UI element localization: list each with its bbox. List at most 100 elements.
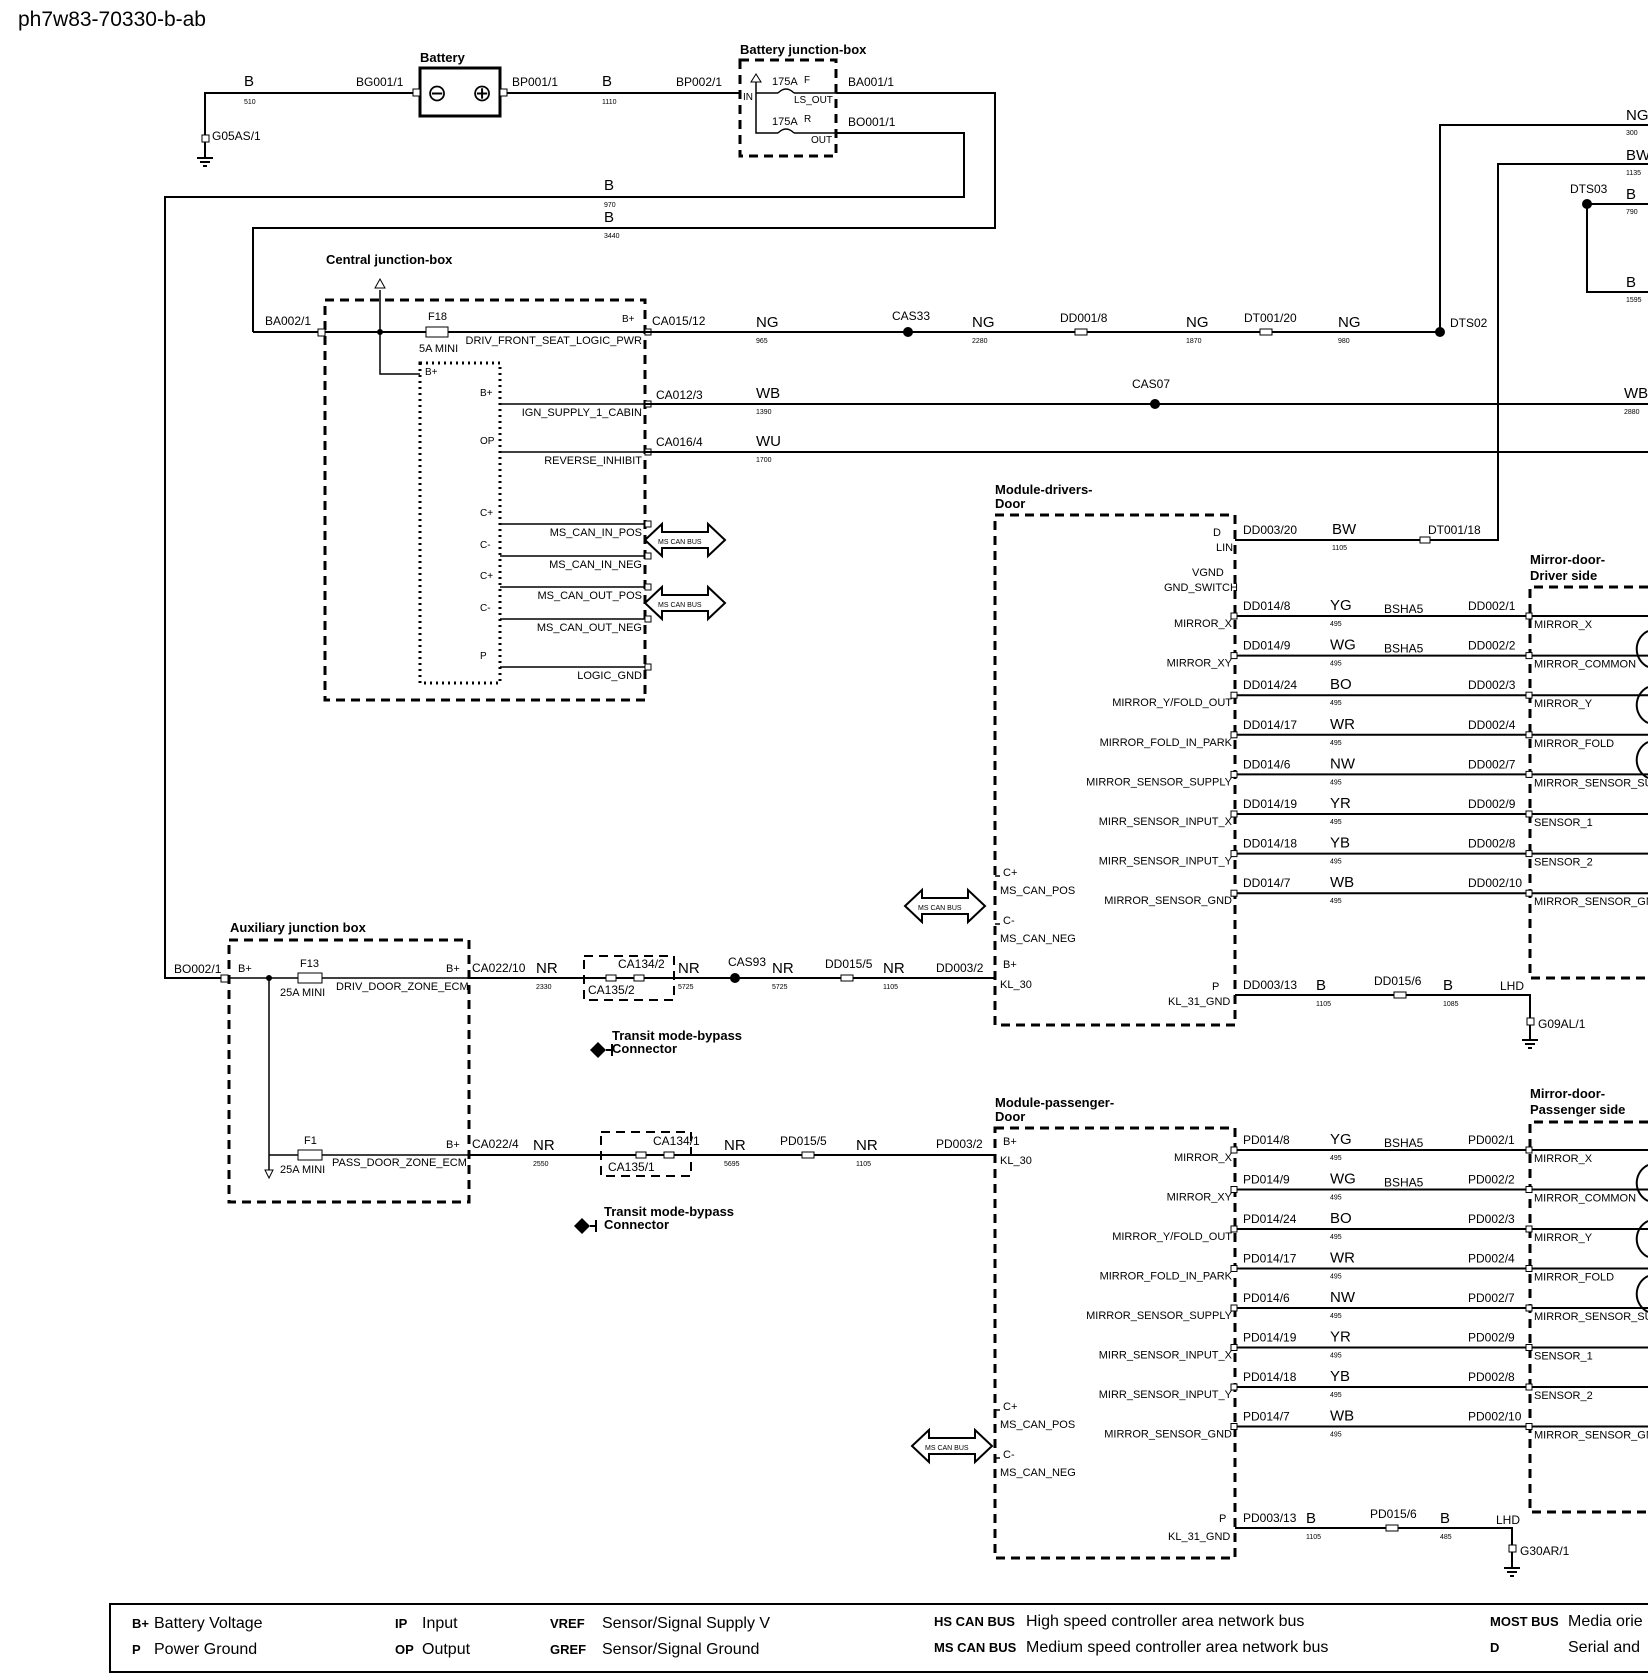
transit-bypass-box [583,955,675,1001]
connector-pd003-13: PD003/13 [1243,1511,1297,1525]
wire-len-nr1105p: 1105 [856,1161,871,1168]
wire-len-ng300: 300 [1626,130,1638,137]
battery-jbox [738,58,838,158]
row-connector: DD014/18 [1243,837,1297,851]
connector-ca015: CA015/12 [652,314,706,328]
pin-signal: REVERSE_INHIBIT [544,455,642,467]
legend-abbr: IP [395,1616,408,1631]
svg-text:MS_CAN_POS: MS_CAN_POS [1000,885,1075,897]
row-connector: DD014/9 [1243,639,1291,653]
pin-kind: P [480,651,487,662]
module-pin-signal: MIRROR_SENSOR_SUPPLY [1086,776,1233,788]
wire-color-ng980: NG [1338,314,1361,331]
fuse-f1: F1 [304,1135,317,1147]
fuse-f13-icon [297,972,323,984]
row-wire-len: 495 [1330,779,1342,786]
mirror-pin-signal: SENSOR_2 [1534,857,1593,869]
module-pin-signal: MIRROR_X [1174,1152,1233,1164]
pin-kind: C+ [480,508,493,519]
connector-dd015-6: DD015/6 [1374,974,1422,988]
mirror-motor-icon [1635,1164,1648,1202]
row-wire-len: 495 [1330,1234,1342,1241]
mirror-pin-signal: MIRROR_SENSOR_GN [1534,1430,1648,1442]
row-wire-len: 495 [1330,1155,1342,1162]
row-wire-color: YR [1330,1329,1351,1346]
connector-bg001: BG001/1 [356,75,404,89]
central-jbox-pin: C-MS_CAN_OUT_NEG [480,603,652,634]
connector-dt001-20: DT001/20 [1244,311,1297,325]
wire-len-b790: 790 [1626,209,1638,216]
module-pin-signal: MIRR_SENSOR_INPUT_X [1099,1350,1233,1362]
connector-g30ar: G30AR/1 [1520,1544,1570,1558]
row-wire-color: WG [1330,637,1356,654]
legend-abbr: OP [395,1642,414,1657]
connector-ca135-2: CA135/2 [588,983,635,997]
row-wire-len: 495 [1330,819,1342,826]
fuse-f18: F18 [428,311,447,323]
svg-text:B+: B+ [1003,1136,1017,1148]
svg-text:MS_CAN_POS: MS_CAN_POS [1000,1419,1075,1431]
module-pin-signal: MIRROR_X [1174,618,1233,630]
connector-g09al: G09AL/1 [1538,1017,1586,1031]
row-connector: PD014/17 [1243,1252,1297,1266]
legend-desc: Battery Voltage [154,1615,263,1632]
mirror-driver-title-2: Driver side [1530,568,1597,583]
svg-text:P: P [1212,981,1219,993]
row-connector: PD014/24 [1243,1212,1297,1226]
central-jbox-pin: C-MS_CAN_IN_NEG [480,540,652,571]
wire-len-b1085: 1085 [1443,1001,1459,1008]
splice-cas07 [1150,399,1160,409]
row-wire-color: NW [1330,1289,1356,1306]
row-wire-color: WB [1330,874,1354,891]
module-drivers-pin-kl31: P KL_31_GND [1168,981,1230,1008]
wire-color-ng300: NG [1626,107,1648,124]
legend-desc: Output [422,1641,471,1658]
row-wire-len: 495 [1330,859,1342,866]
row-wire-color: NW [1330,755,1356,772]
row-shield: BSHA5 [1384,1136,1424,1150]
wire-color-nr2330: NR [536,960,558,977]
fuse-f-label: F [804,75,810,86]
connector-ca134-1: CA134/1 [653,1134,700,1148]
central-jbox-pins: B+DRIV_FRONT_SEAT_LOGIC_PWRB+IGN_SUPPLY_… [466,314,652,682]
wire-len-ng1870: 1870 [1186,338,1202,345]
wire-len-bw1105: 1105 [1332,545,1347,552]
wire-len-nr1105d: 1105 [883,984,898,991]
mirror-pin-signal: MIRROR_Y [1534,698,1593,710]
module-passenger-pin-can-neg: C- MS_CAN_NEG [1000,1449,1076,1479]
connector-dt001-18: DT001/18 [1428,523,1481,537]
svg-text:LIN: LIN [1216,542,1233,554]
pin-signal: DRIV_FRONT_SEAT_LOGIC_PWR [466,335,642,347]
splice-label-cas07: CAS07 [1132,377,1170,391]
module-pin-signal: MIRROR_FOLD_IN_PARK [1100,737,1233,749]
wire-len-b1105p: 1105 [1306,1534,1321,1541]
module-passenger-pin-can-pos: C+ MS_CAN_POS [1000,1401,1075,1431]
mirror-pin-signal: SENSOR_1 [1534,1351,1593,1363]
row-connector: DD014/19 [1243,797,1297,811]
central-jbox-pin: C+MS_CAN_IN_POS [480,508,652,539]
mirror-driver-title: Mirror-door- [1530,552,1605,567]
wire-color-b3440: B [604,209,614,226]
legend-desc: Medium speed controller area network bus [1026,1639,1328,1656]
row-wire-len: 495 [1330,621,1342,628]
row-wire-color: WR [1330,1250,1355,1267]
legend-abbr: MS CAN BUS [934,1640,1017,1655]
legend-abbr: P [132,1642,141,1657]
central-jbox-pin: B+DRIV_FRONT_SEAT_LOGIC_PWR [466,314,652,347]
row-mirror-connector: DD002/4 [1468,718,1516,732]
fuse-f18-rating: 5A MINI [419,343,458,355]
mirror-pin-signal: SENSOR_2 [1534,1390,1593,1402]
wire-color-b1105p: B [1306,1510,1316,1527]
row-mirror-connector: PD002/8 [1468,1370,1515,1384]
ground-icon [1504,1544,1520,1577]
module-drivers-door [993,513,1237,1027]
